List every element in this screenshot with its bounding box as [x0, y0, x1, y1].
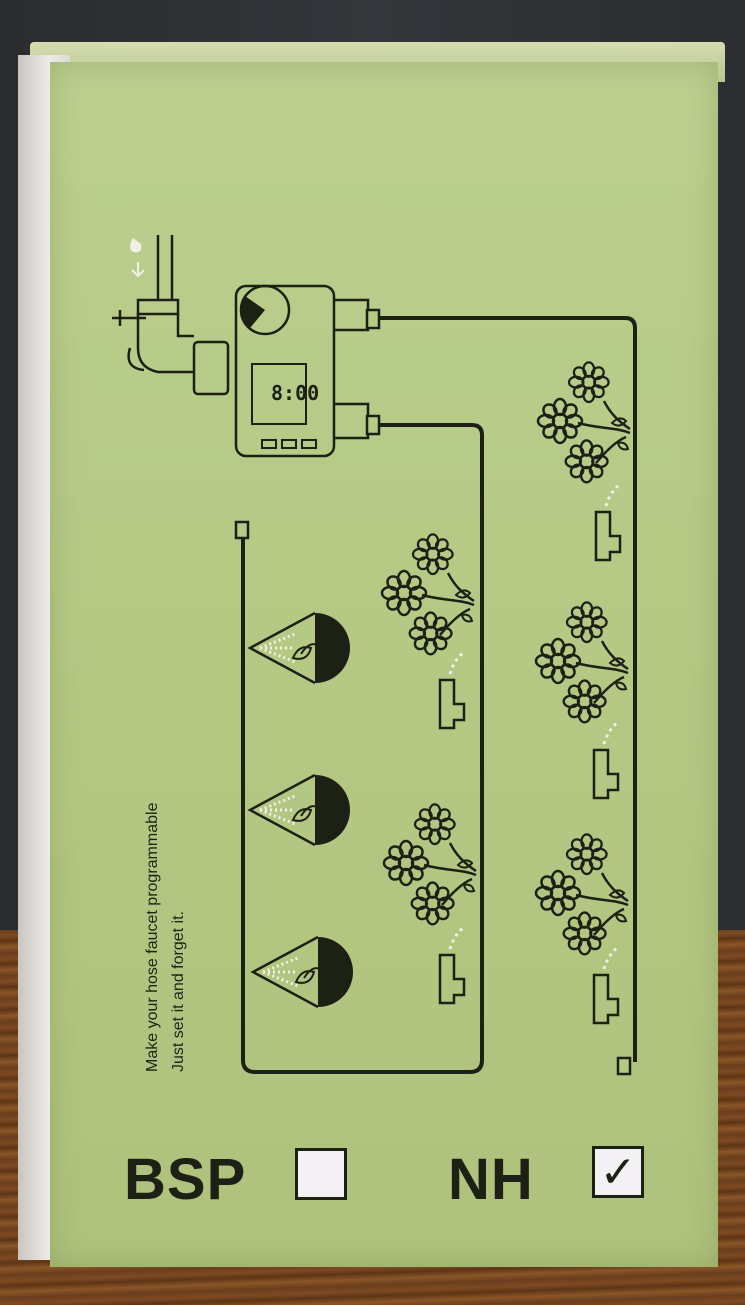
faucet-icon [112, 235, 230, 396]
drip-emitter-icon [438, 650, 466, 730]
nh-checkbox: ✓ [592, 1146, 644, 1198]
bsp-label: BSP [124, 1147, 247, 1212]
timer-device-icon [234, 284, 370, 458]
flower-cluster [384, 804, 476, 924]
drip-emitter-icon [594, 482, 622, 562]
sprinkler-icon [251, 935, 355, 1009]
product-box-panel: 8:00 [50, 62, 718, 1267]
drip-emitter-icon [592, 720, 620, 800]
flower-cluster [536, 834, 628, 954]
sprinkler-icon [248, 611, 352, 685]
nh-label: NH [448, 1147, 534, 1212]
drip-emitter-icon [438, 925, 466, 1005]
tagline-line-1: Make your hose faucet programmable [144, 802, 161, 1072]
tagline: Make your hose faucet programmable Just … [140, 803, 192, 1072]
lcd-time: 8:00 [271, 381, 319, 405]
flower-cluster [536, 602, 628, 722]
irrigation-illustration: 8:00 [112, 235, 637, 1076]
tagline-line-2: Just set it and forget it. [170, 911, 187, 1072]
flower-cluster [538, 362, 630, 482]
water-drop-icon [130, 238, 142, 253]
sprinkler-icon [248, 773, 352, 847]
flower-cluster [382, 534, 474, 654]
bsp-checkbox [295, 1148, 347, 1200]
drip-emitter-icon [592, 945, 620, 1025]
